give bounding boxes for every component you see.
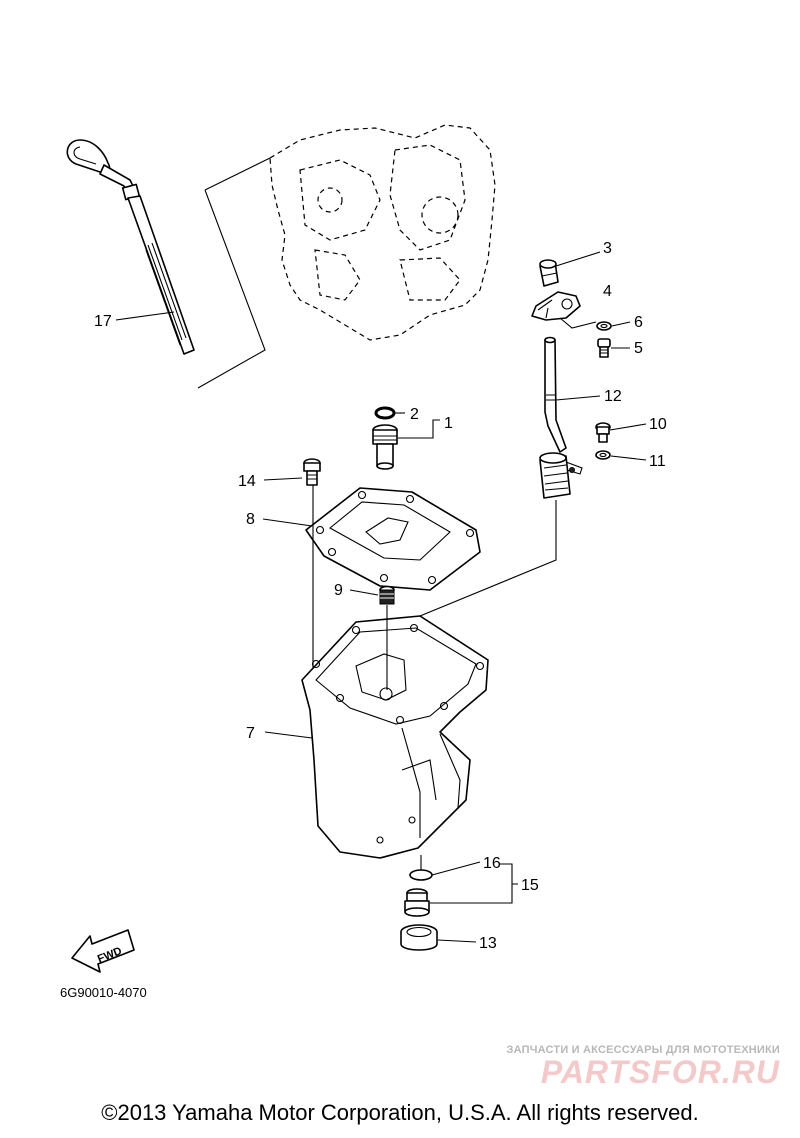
callout-13: 13 — [479, 935, 497, 952]
callout-14: 14 — [238, 473, 256, 490]
bracket-part-4 — [531, 291, 597, 329]
callout-17: 17 — [94, 313, 112, 330]
washer-part-11 — [595, 450, 611, 460]
oil-pickup-tube-part-12 — [544, 336, 567, 453]
callout-12: 12 — [604, 388, 622, 405]
drain-plug-part-15 — [404, 888, 430, 917]
callout-2: 2 — [410, 406, 419, 423]
o-ring-part-2 — [374, 406, 396, 420]
bolt-part-14 — [303, 458, 321, 486]
callout-6: 6 — [634, 314, 643, 331]
callout-5: 5 — [634, 340, 643, 357]
oil-strainer — [539, 452, 583, 499]
callout-7: 7 — [246, 725, 255, 742]
callout-16: 16 — [483, 855, 501, 872]
callout-9: 9 — [334, 582, 343, 599]
callout-11: 11 — [649, 453, 666, 470]
bolt-part-10 — [595, 422, 611, 443]
callout-3: 3 — [603, 240, 612, 257]
engine-block-outline — [269, 124, 496, 341]
diagram-code: 6G90010-4070 — [60, 985, 147, 1000]
watermark-logo: PARTSFOR.RU — [540, 1054, 780, 1090]
copyright-notice: ©2013 Yamaha Motor Corporation, U.S.A. A… — [101, 1100, 699, 1125]
gasket-part-8 — [305, 487, 481, 591]
cap-part-3 — [539, 259, 559, 287]
callout-leaders — [115, 251, 647, 943]
union-part-1 — [372, 424, 398, 470]
watermark-tagline: ЗАПЧАСТИ И АКСЕССУАРЫ ДЛЯ МОТОТЕХНИКИ — [506, 1044, 780, 1056]
dipstick-part-17 — [66, 139, 271, 389]
oil-pan-part-7 — [301, 615, 489, 859]
callout-15: 15 — [521, 877, 539, 894]
alignment-lines — [312, 485, 557, 870]
washer-part-6 — [596, 321, 612, 331]
bolt-part-5 — [597, 338, 611, 358]
callout-1: 1 — [444, 415, 453, 432]
callout-10: 10 — [649, 416, 667, 433]
fwd-arrow-icon: FWD — [71, 929, 135, 973]
cap-part-13 — [400, 924, 438, 951]
o-ring-part-16 — [409, 869, 433, 881]
callout-4: 4 — [603, 283, 612, 300]
plug-part-9 — [379, 585, 395, 605]
callout-8: 8 — [246, 511, 255, 528]
